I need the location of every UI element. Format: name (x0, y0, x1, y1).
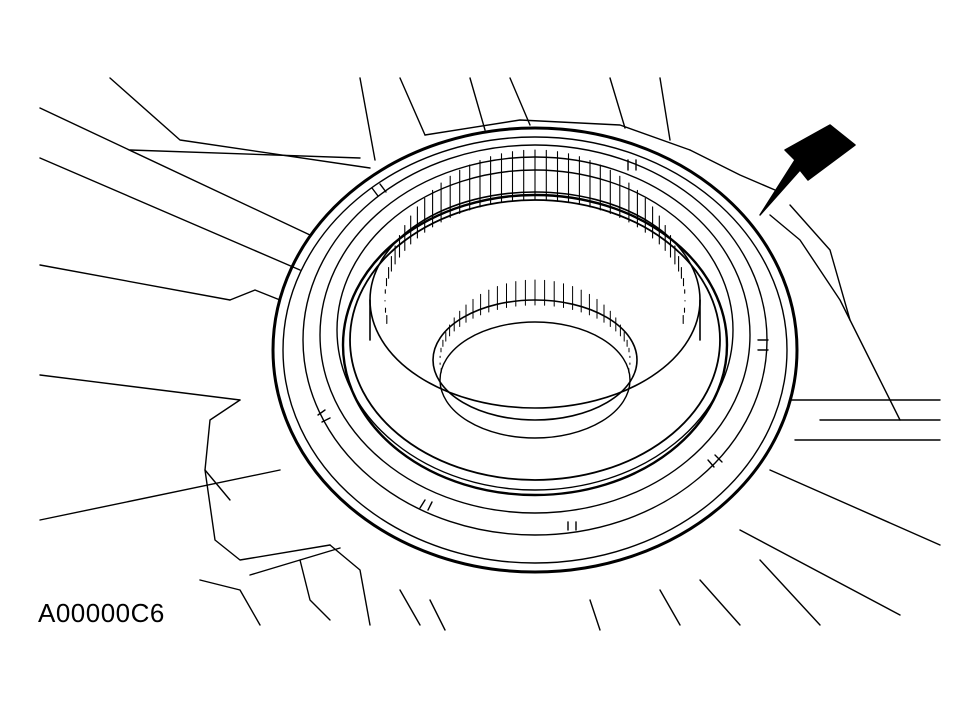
outer-splined-sleeve (349, 149, 721, 481)
indicator-arrow (759, 124, 856, 216)
outer-seal-ring (271, 126, 799, 574)
bearing-rings (302, 144, 769, 536)
inner-splined-bore (432, 279, 638, 439)
housing-ribs (39, 77, 941, 631)
figure-reference-code: A00000C6 (38, 598, 165, 628)
